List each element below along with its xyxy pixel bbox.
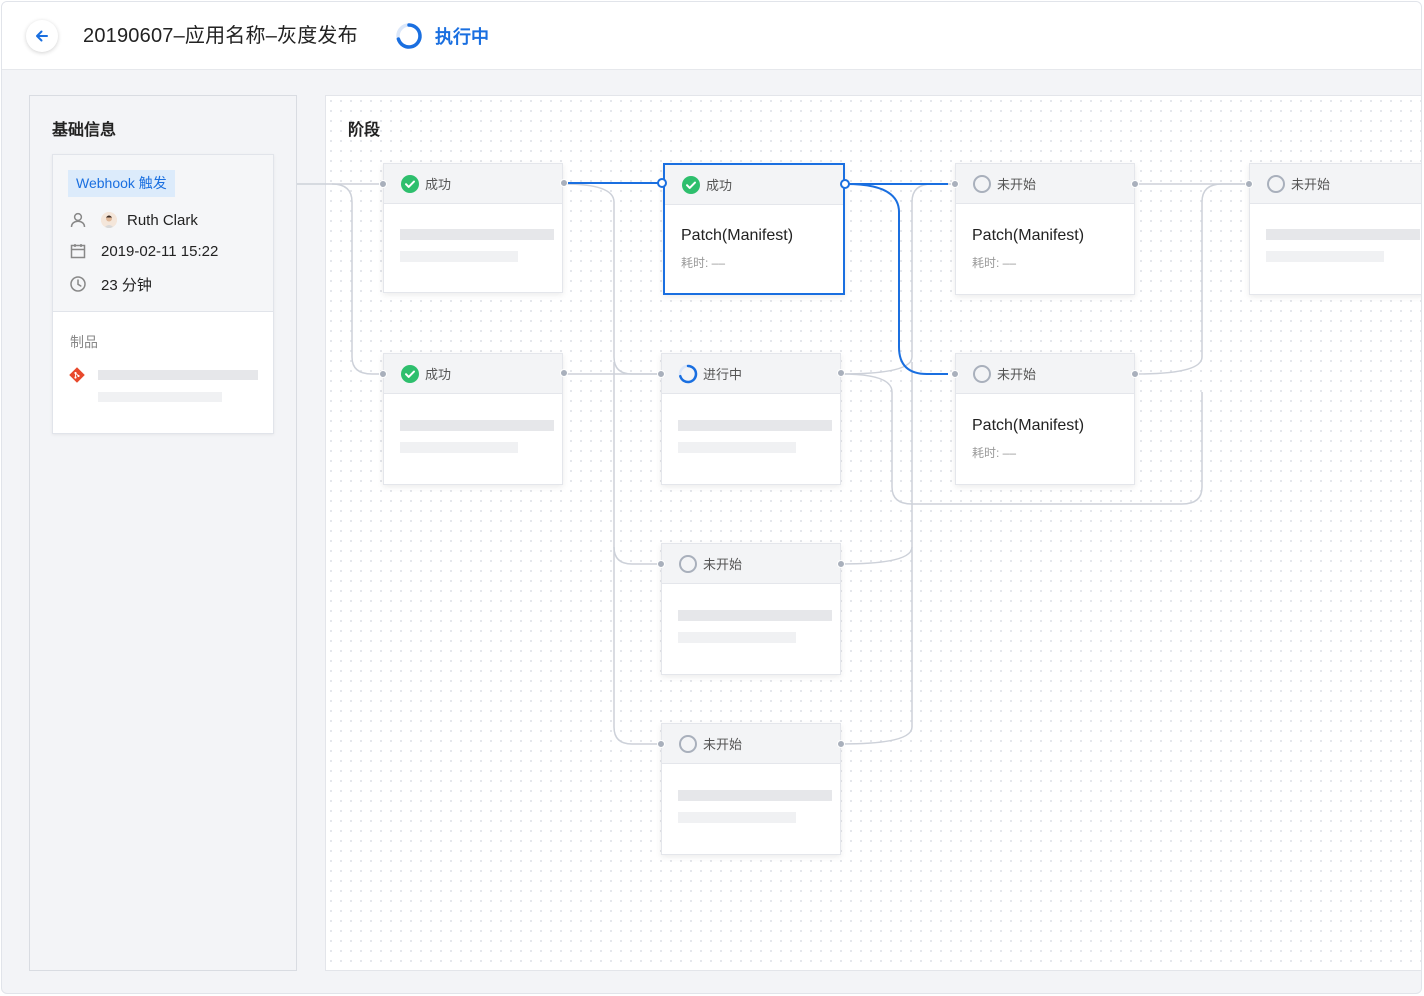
user-name: Ruth Clark	[127, 211, 198, 229]
trigger-tag: Webhook 触发	[68, 170, 175, 197]
stage-node[interactable]: 未开始 Patch(Manifest) 耗时: ––	[955, 163, 1135, 295]
node-header: 未开始	[662, 724, 840, 764]
running-spinner-icon	[678, 364, 698, 384]
user-row: Ruth Clark	[69, 209, 198, 231]
placeholder-bar	[1266, 229, 1420, 240]
stage-node[interactable]: 未开始	[1249, 163, 1421, 295]
node-port[interactable]	[657, 740, 665, 748]
placeholder-bar	[400, 251, 518, 262]
avatar	[101, 212, 117, 228]
clock-icon	[69, 275, 87, 293]
placeholder-bar	[678, 632, 796, 643]
node-port[interactable]	[657, 560, 665, 568]
node-port[interactable]	[560, 369, 568, 377]
node-status: 未开始	[703, 557, 743, 572]
node-duration: 耗时: ––	[972, 256, 1017, 270]
node-title: Patch(Manifest)	[681, 227, 794, 244]
basic-info-title: 基础信息	[52, 122, 117, 139]
node-port[interactable]	[951, 370, 959, 378]
calendar-icon	[69, 242, 87, 260]
back-button[interactable]	[26, 20, 58, 52]
node-port[interactable]	[1131, 370, 1139, 378]
node-status: 成功	[425, 177, 452, 192]
stage-node[interactable]: 成功	[383, 163, 563, 293]
node-port[interactable]	[1131, 180, 1139, 188]
node-port[interactable]	[951, 180, 959, 188]
node-header: 成功	[665, 165, 843, 205]
date-row: 2019-02-11 15:22	[69, 240, 218, 262]
placeholder-bar	[678, 812, 796, 823]
node-port[interactable]	[837, 740, 845, 748]
placeholder-bar	[1266, 251, 1384, 262]
placeholder-bar	[678, 610, 832, 621]
node-port[interactable]	[837, 369, 845, 377]
placeholder-bar	[400, 442, 518, 453]
node-duration: 耗时: ––	[972, 446, 1017, 460]
node-status: 未开始	[997, 177, 1037, 192]
node-header: 未开始	[956, 164, 1134, 204]
placeholder-bar	[678, 442, 796, 453]
placeholder-bar	[400, 229, 554, 240]
node-status: 未开始	[703, 737, 743, 752]
stage-title: 阶段	[348, 122, 381, 139]
pending-circle-icon	[1266, 174, 1286, 194]
stage-node[interactable]: 成功	[383, 353, 563, 485]
git-icon	[69, 367, 85, 383]
product-placeholder	[98, 370, 258, 380]
node-port[interactable]	[560, 179, 568, 187]
pending-circle-icon	[678, 734, 698, 754]
pending-circle-icon	[678, 554, 698, 574]
node-status: 未开始	[997, 367, 1037, 382]
product-placeholder	[98, 392, 222, 402]
node-port[interactable]	[1245, 180, 1253, 188]
success-check-icon	[400, 174, 420, 194]
trigger-date: 2019-02-11 15:22	[101, 242, 219, 260]
node-header: 进行中	[662, 354, 840, 394]
placeholder-bar	[678, 420, 832, 431]
pending-circle-icon	[972, 364, 992, 384]
stage-node-active[interactable]: 成功 Patch(Manifest) 耗时: ––	[663, 163, 845, 295]
stage-node[interactable]: 未开始	[661, 723, 841, 855]
info-card-summary: Webhook 触发 Ruth Clark 2019-02-11 15:22	[53, 155, 273, 312]
placeholder-bar	[400, 420, 554, 431]
duration: 23 分钟	[101, 276, 152, 294]
node-header: 未开始	[956, 354, 1134, 394]
node-port[interactable]	[840, 179, 850, 189]
node-duration: 耗时: ––	[681, 256, 726, 270]
header-bar: 20190607–应用名称–灰度发布 执行中	[2, 2, 1421, 70]
arrow-left-icon	[36, 30, 48, 42]
user-icon	[69, 211, 87, 229]
node-status: 未开始	[1291, 177, 1331, 192]
stage-node[interactable]: 进行中	[661, 353, 841, 485]
placeholder-bar	[678, 790, 832, 801]
duration-row: 23 分钟	[69, 273, 152, 295]
node-status: 成功	[425, 367, 452, 382]
stage-node[interactable]: 未开始	[661, 543, 841, 675]
success-check-icon	[400, 364, 420, 384]
basic-info-panel: 基础信息 Webhook 触发 Ruth Clark	[29, 95, 297, 971]
node-port[interactable]	[379, 370, 387, 378]
node-port[interactable]	[657, 370, 665, 378]
node-header: 成功	[384, 164, 562, 204]
node-header: 未开始	[662, 544, 840, 584]
node-port[interactable]	[837, 560, 845, 568]
pipeline-status: 执行中	[435, 27, 489, 47]
node-title: Patch(Manifest)	[972, 417, 1085, 434]
stage-node[interactable]: 未开始 Patch(Manifest) 耗时: ––	[955, 353, 1135, 485]
node-header: 成功	[384, 354, 562, 394]
node-port[interactable]	[379, 180, 387, 188]
pending-circle-icon	[972, 174, 992, 194]
node-port[interactable]	[657, 178, 667, 188]
products-label: 制品	[70, 334, 98, 350]
node-status: 进行中	[703, 367, 743, 382]
page-title: 20190607–应用名称–灰度发布	[83, 25, 358, 47]
node-header: 未开始	[1250, 164, 1421, 204]
info-card: Webhook 触发 Ruth Clark 2019-02-11 15:22	[52, 154, 274, 434]
node-title: Patch(Manifest)	[972, 227, 1085, 244]
loading-spinner-icon	[396, 23, 422, 49]
node-status: 成功	[706, 178, 733, 193]
success-check-icon	[681, 175, 701, 195]
